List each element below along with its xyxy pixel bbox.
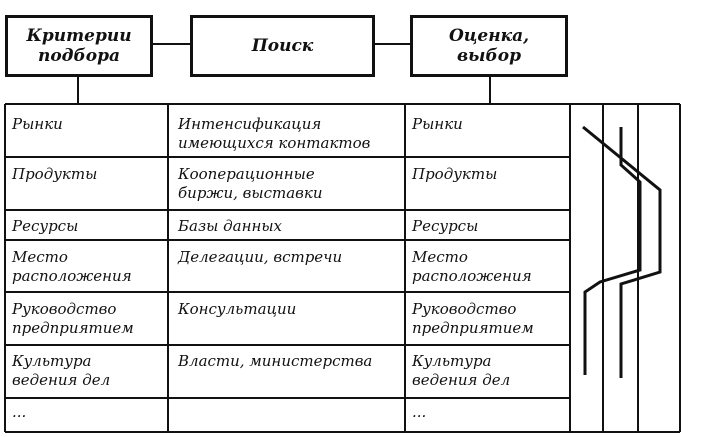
row-7-criteria: ... xyxy=(12,403,27,421)
search-box: Поиск xyxy=(190,15,375,77)
row-3-search: Базы данных xyxy=(178,217,283,235)
row-4-search: Делегации, встречи xyxy=(178,248,343,266)
row-1-evaluation: Рынки xyxy=(412,115,463,133)
row-1-criteria: Рынки xyxy=(12,115,63,133)
criteria-box-line1: Критерии xyxy=(26,26,132,46)
connector-box3-table xyxy=(489,77,491,104)
row-2-criteria: Продукты xyxy=(12,165,98,183)
selection-curves xyxy=(582,125,662,378)
connector-box1-table xyxy=(77,77,79,104)
row-6-search: Власти, министерства xyxy=(178,352,373,370)
row-5-search: Консультации xyxy=(178,300,297,318)
evaluation-box-line1: Оценка, xyxy=(448,26,530,46)
connector-1-2 xyxy=(153,43,190,45)
row-3-criteria: Ресурсы xyxy=(12,217,79,235)
search-box-label: Поиск xyxy=(251,36,314,56)
criteria-box: Критерии подбора xyxy=(5,15,153,77)
row-7-evaluation: ... xyxy=(412,403,427,421)
row-3-evaluation: Ресурсы xyxy=(412,217,479,235)
criteria-box-line2: подбора xyxy=(37,46,121,66)
connector-2-3 xyxy=(375,43,410,45)
evaluation-box-line2: выбор xyxy=(457,46,521,66)
evaluation-box: Оценка, выбор xyxy=(410,15,568,77)
row-2-evaluation: Продукты xyxy=(412,165,498,183)
